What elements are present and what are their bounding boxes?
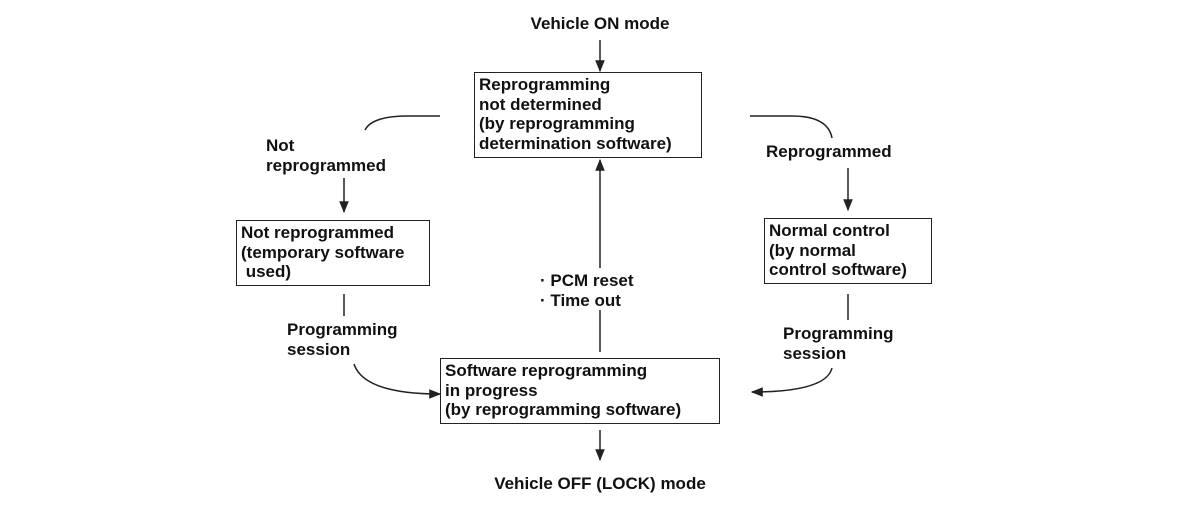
arrow-left-programming-session (353, 363, 442, 399)
determination-line-2: not determined (479, 94, 602, 114)
normal-control-state-box: Normal control (by normal control softwa… (764, 218, 932, 284)
arrow-right-programming-session (750, 367, 833, 397)
branch-curve-right (750, 115, 833, 139)
branch-curve-left (364, 115, 440, 131)
not-reprogrammed-branch-label: Not reprogrammed (266, 136, 386, 175)
determination-line-1: Reprogramming (479, 75, 611, 94)
determination-line-3: (by reprogramming (479, 114, 635, 133)
normal-control-line-3: control software) (769, 260, 907, 279)
start-state-text: Vehicle ON mode (530, 14, 670, 33)
not-reprogrammed-state-box: Not reprogrammed (temporary software use… (236, 220, 430, 286)
reset-conditions-label: · PCM reset · Time out (540, 271, 634, 310)
reset-condition-time-out: · Time out (540, 290, 621, 310)
not-reprogrammed-line-2: (temporary software (241, 242, 405, 262)
determination-state-box: Reprogramming not determined (by reprogr… (474, 72, 702, 158)
programming-session-left-line-1: Programming (287, 320, 398, 339)
normal-control-line-1: Normal control (769, 221, 890, 240)
programming-session-right-label: Programming session (783, 324, 894, 363)
reset-condition-pcm-reset: · PCM reset (540, 271, 634, 290)
normal-control-line-2: (by normal (769, 240, 856, 260)
reprogrammed-label-text: Reprogrammed (766, 142, 892, 161)
determination-line-4: determination software) (479, 133, 672, 153)
programming-session-left-label: Programming session (287, 320, 398, 359)
end-state-text: Vehicle OFF (LOCK) mode (494, 474, 706, 493)
not-reprogrammed-label-line-1: Not (266, 136, 295, 155)
not-reprogrammed-label-line-2: reprogrammed (266, 155, 386, 175)
reprogramming-line-3: (by reprogramming software) (445, 400, 682, 419)
reprogrammed-branch-label: Reprogrammed (766, 142, 892, 162)
programming-session-left-line-2: session (287, 339, 351, 359)
reprogramming-line-2: in progress (445, 380, 538, 400)
programming-session-right-line-1: Programming (783, 324, 894, 343)
not-reprogrammed-line-1: Not reprogrammed (241, 223, 395, 242)
not-reprogrammed-line-3: used) (241, 262, 292, 281)
reprogramming-in-progress-state-box: Software reprogramming in progress (by r… (440, 358, 720, 424)
start-state-label: Vehicle ON mode (500, 14, 700, 34)
programming-session-right-line-2: session (783, 343, 847, 363)
reprogramming-line-1: Software reprogramming (445, 361, 648, 380)
end-state-label: Vehicle OFF (LOCK) mode (440, 474, 760, 494)
